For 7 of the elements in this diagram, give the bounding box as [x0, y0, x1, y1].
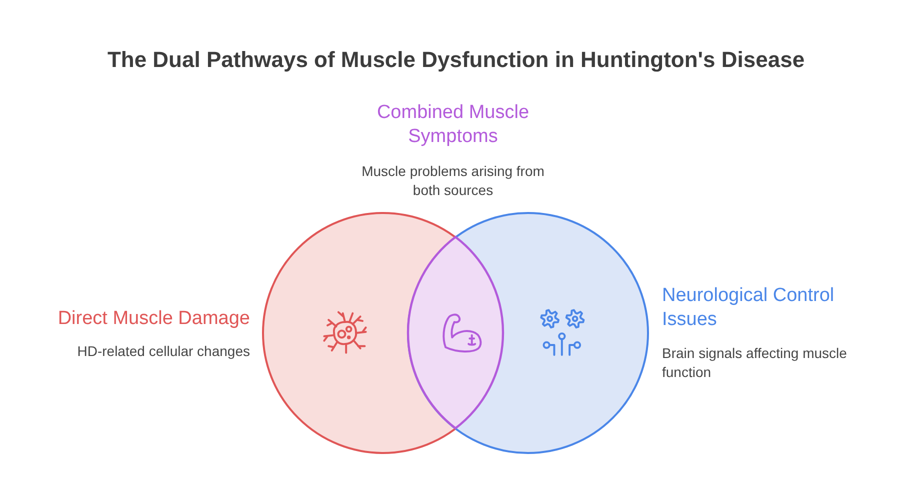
category-description: Brain signals affecting muscle function: [662, 344, 848, 382]
category-heading: Neurological Control Issues: [662, 284, 836, 332]
diagram-title: The Dual Pathways of Muscle Dysfunction in Huntington's Disease: [106, 47, 806, 73]
category-description: Muscle problems arising from both sources: [360, 162, 546, 200]
category-description: HD-related cellular changes: [76, 342, 250, 361]
category-heading: Direct Muscle Damage: [56, 307, 250, 331]
category-heading: Combined Muscle Symptoms: [376, 101, 530, 149]
